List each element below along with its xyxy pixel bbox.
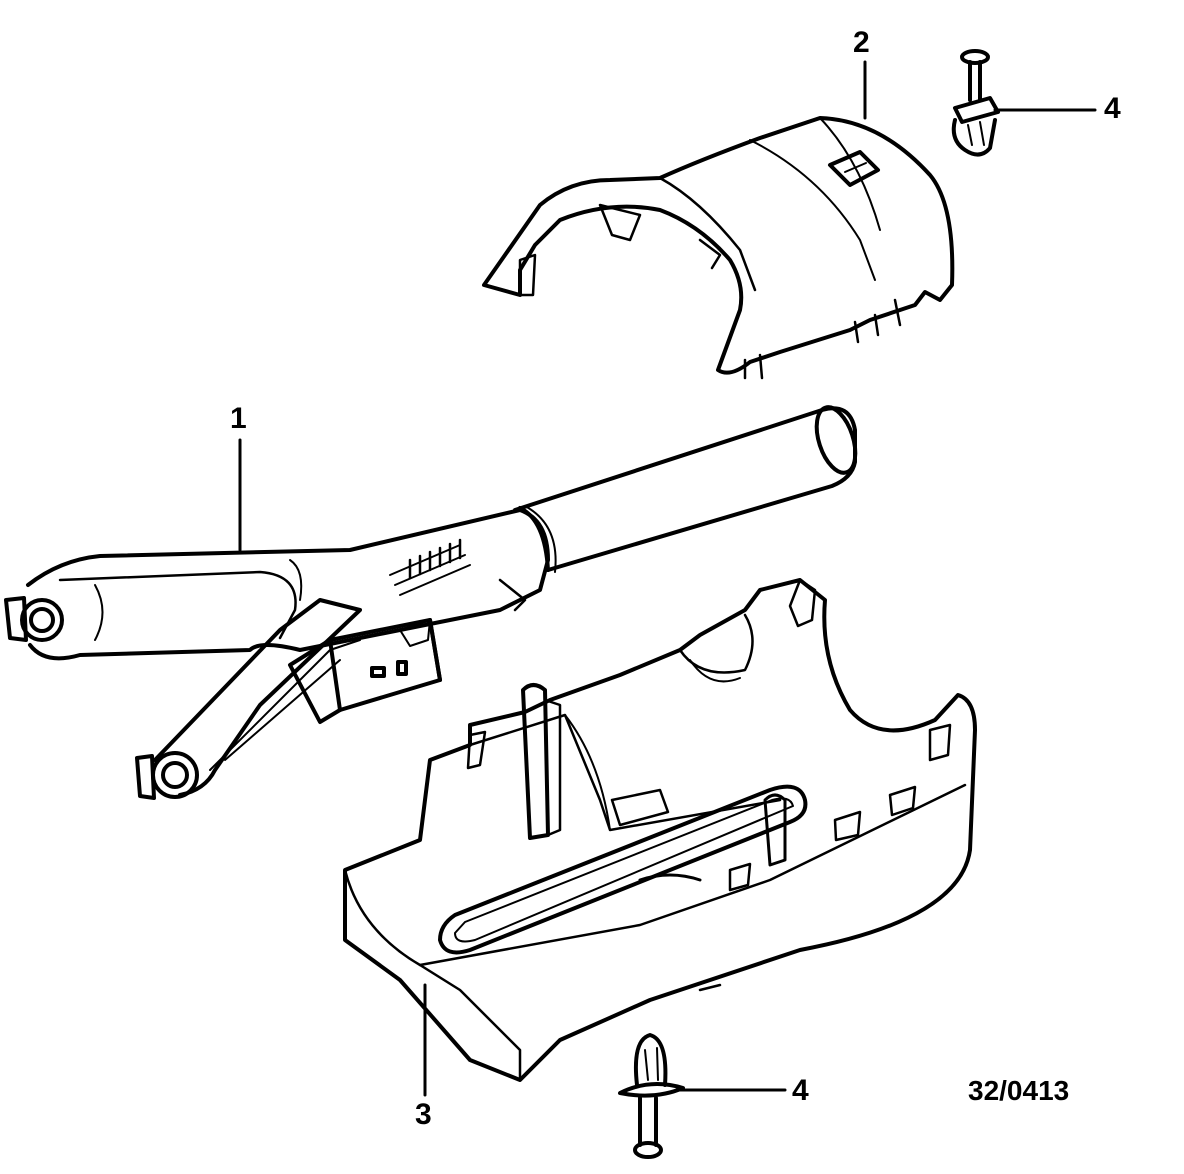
callout-3: 3 <box>415 1098 432 1131</box>
callout-1: 1 <box>230 402 247 435</box>
leader-lines <box>238 60 1097 1097</box>
upper-shroud <box>482 116 955 380</box>
figure-id: 32/0413 <box>968 1075 1070 1106</box>
expanding-rivet-bottom-icon <box>618 1033 685 1159</box>
lower-shroud <box>343 578 977 1082</box>
expanding-rivet-top-icon <box>951 49 1000 157</box>
steering-column-tube <box>4 405 858 800</box>
callout-4-bottom: 4 <box>792 1074 809 1107</box>
callout-4-top: 4 <box>1104 92 1121 125</box>
callout-2: 2 <box>853 26 870 59</box>
